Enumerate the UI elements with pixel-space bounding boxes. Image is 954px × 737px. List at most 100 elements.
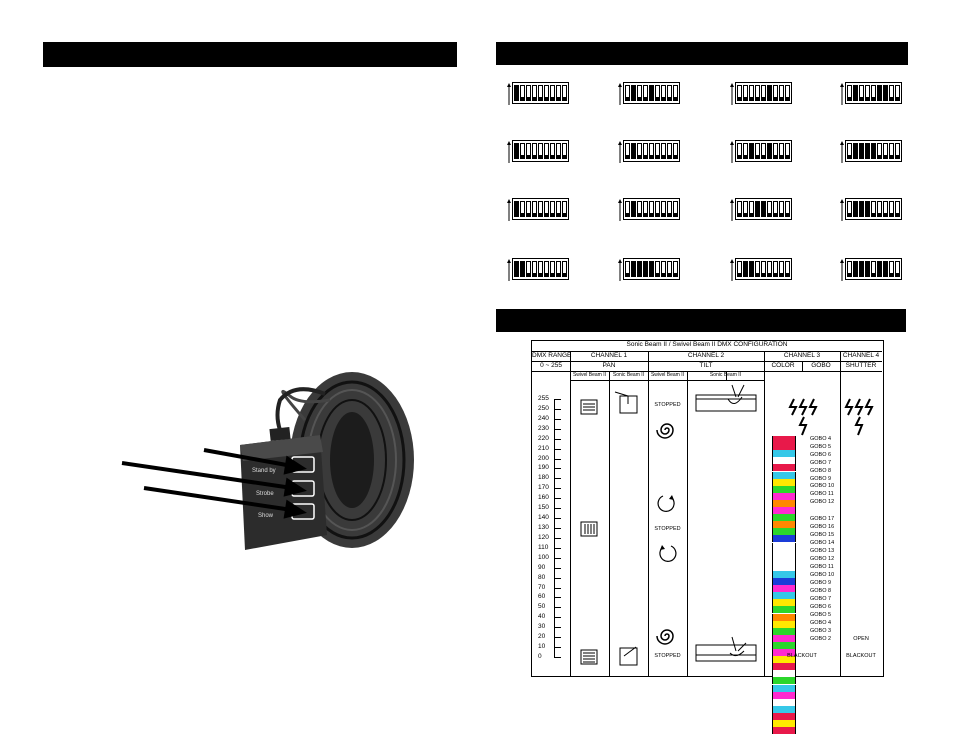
gobo-label: GOBO 10 bbox=[810, 572, 835, 578]
dip-key bbox=[661, 143, 666, 159]
gobo-label: GOBO 9 bbox=[810, 580, 832, 586]
gobo-label: GOBO 7 bbox=[810, 596, 832, 602]
dmx-tick-mark bbox=[554, 647, 561, 649]
dip-key bbox=[673, 143, 678, 159]
gobo-label: GOBO 16 bbox=[810, 524, 835, 530]
up-arrow-icon bbox=[840, 83, 844, 105]
color-swatch bbox=[772, 478, 796, 486]
dip-key bbox=[871, 261, 876, 277]
dmx-tick-label: 10 bbox=[538, 643, 546, 651]
color-swatch bbox=[772, 720, 796, 728]
color-swatch bbox=[772, 535, 796, 543]
dip-key bbox=[562, 201, 567, 217]
dip-key bbox=[544, 261, 549, 277]
dip-key bbox=[514, 201, 519, 217]
dip-key bbox=[631, 143, 636, 159]
color-swatch bbox=[772, 684, 796, 692]
gobo-label: GOBO 9 bbox=[810, 475, 832, 482]
up-arrow-icon bbox=[730, 83, 734, 105]
gobo-label: GOBO 10 bbox=[810, 483, 835, 490]
dmx-tick-mark bbox=[554, 458, 561, 460]
gobo-label: GOBO 7 bbox=[810, 459, 832, 466]
dip-key bbox=[865, 261, 870, 277]
dmx-tick-label: 40 bbox=[538, 613, 546, 621]
dip-key bbox=[544, 85, 549, 101]
dmx-tick-mark bbox=[554, 528, 561, 529]
dip-key bbox=[895, 85, 900, 101]
dmx-tick-mark bbox=[554, 399, 561, 400]
dip-key bbox=[625, 201, 630, 217]
dip-key bbox=[532, 201, 537, 217]
up-arrow-icon bbox=[507, 259, 511, 281]
dip-key bbox=[514, 261, 519, 277]
dip-key bbox=[625, 85, 630, 101]
tilt-swivel-beam-label: Swivel Beam II bbox=[650, 372, 685, 378]
tilt-stopped-mid: STOPPED bbox=[654, 526, 681, 532]
dip-key bbox=[520, 85, 525, 101]
up-arrow-icon bbox=[618, 141, 622, 163]
dip-key bbox=[859, 201, 864, 217]
dip-key bbox=[520, 261, 525, 277]
dip-key bbox=[643, 85, 648, 101]
pan-sonic-icon-bottom bbox=[619, 646, 638, 666]
dip-key bbox=[889, 85, 894, 101]
dmx-tick-mark bbox=[554, 607, 561, 609]
dip-key bbox=[755, 85, 760, 101]
dip-key bbox=[889, 143, 894, 159]
dip-key bbox=[761, 201, 766, 217]
color-swatch bbox=[772, 457, 796, 465]
dmx-tick-label: 0 bbox=[538, 653, 542, 660]
tilt-sonic-beam-bottom-icon bbox=[695, 636, 757, 662]
dip-key bbox=[785, 85, 790, 101]
dmx-tick-mark bbox=[554, 557, 561, 559]
up-arrow-icon bbox=[840, 259, 844, 281]
gobo-label: GOBO 4 bbox=[810, 620, 832, 626]
dip-key bbox=[556, 143, 561, 159]
pan-icon-horizontal-bottom bbox=[580, 649, 598, 665]
dip-key bbox=[889, 261, 894, 277]
remote-button-label-show: Show bbox=[258, 513, 274, 519]
dip-key bbox=[532, 85, 537, 101]
dip-key bbox=[865, 201, 870, 217]
dip-key bbox=[550, 143, 555, 159]
dmx-table-title: Sonic Beam II / Swivel Beam II DMX CONFI… bbox=[626, 341, 788, 348]
color-swatch bbox=[772, 599, 796, 607]
dip-key bbox=[865, 143, 870, 159]
dmx-tick-mark bbox=[554, 508, 561, 510]
dip-key bbox=[853, 85, 858, 101]
dip-key bbox=[749, 201, 754, 217]
dip-key bbox=[877, 143, 882, 159]
dip-key bbox=[667, 143, 672, 159]
pan-swivel-beam-label: Swivel Beam II bbox=[572, 372, 607, 378]
dip-key bbox=[544, 143, 549, 159]
color-swatch bbox=[772, 521, 796, 529]
dip-key bbox=[737, 201, 742, 217]
dip-key bbox=[737, 261, 742, 277]
dip-key bbox=[877, 261, 882, 277]
dmx-tick-label: 210 bbox=[538, 444, 549, 452]
gobo-label: GOBO 6 bbox=[810, 604, 832, 610]
dip-key bbox=[749, 85, 754, 101]
dmx-tick-mark bbox=[554, 428, 561, 430]
dmx-scale-axis bbox=[554, 399, 555, 657]
color-swatch bbox=[772, 507, 796, 515]
dip-key bbox=[785, 143, 790, 159]
dip-key bbox=[649, 201, 654, 217]
dip-key bbox=[761, 143, 766, 159]
dip-key bbox=[550, 261, 555, 277]
spiral-icon-bottom bbox=[656, 629, 674, 645]
dip-key bbox=[779, 85, 784, 101]
dip-key bbox=[761, 85, 766, 101]
gobo-label: GOBO 8 bbox=[810, 467, 832, 474]
color-swatch bbox=[772, 542, 796, 550]
dip-key bbox=[673, 261, 678, 277]
tilt-sonic-beam-label: Sonic Beam II bbox=[709, 372, 742, 378]
dip-key bbox=[773, 201, 778, 217]
remote-controller-photo: Stand by Strobe Show bbox=[121, 372, 414, 550]
dip-key bbox=[767, 201, 772, 217]
rotate-clockwise-icon bbox=[657, 495, 675, 512]
dip-key bbox=[514, 143, 519, 159]
gobo-label: GOBO 12 bbox=[810, 556, 835, 562]
gobo-label: GOBO 17 bbox=[810, 516, 835, 522]
dip-key bbox=[779, 143, 784, 159]
